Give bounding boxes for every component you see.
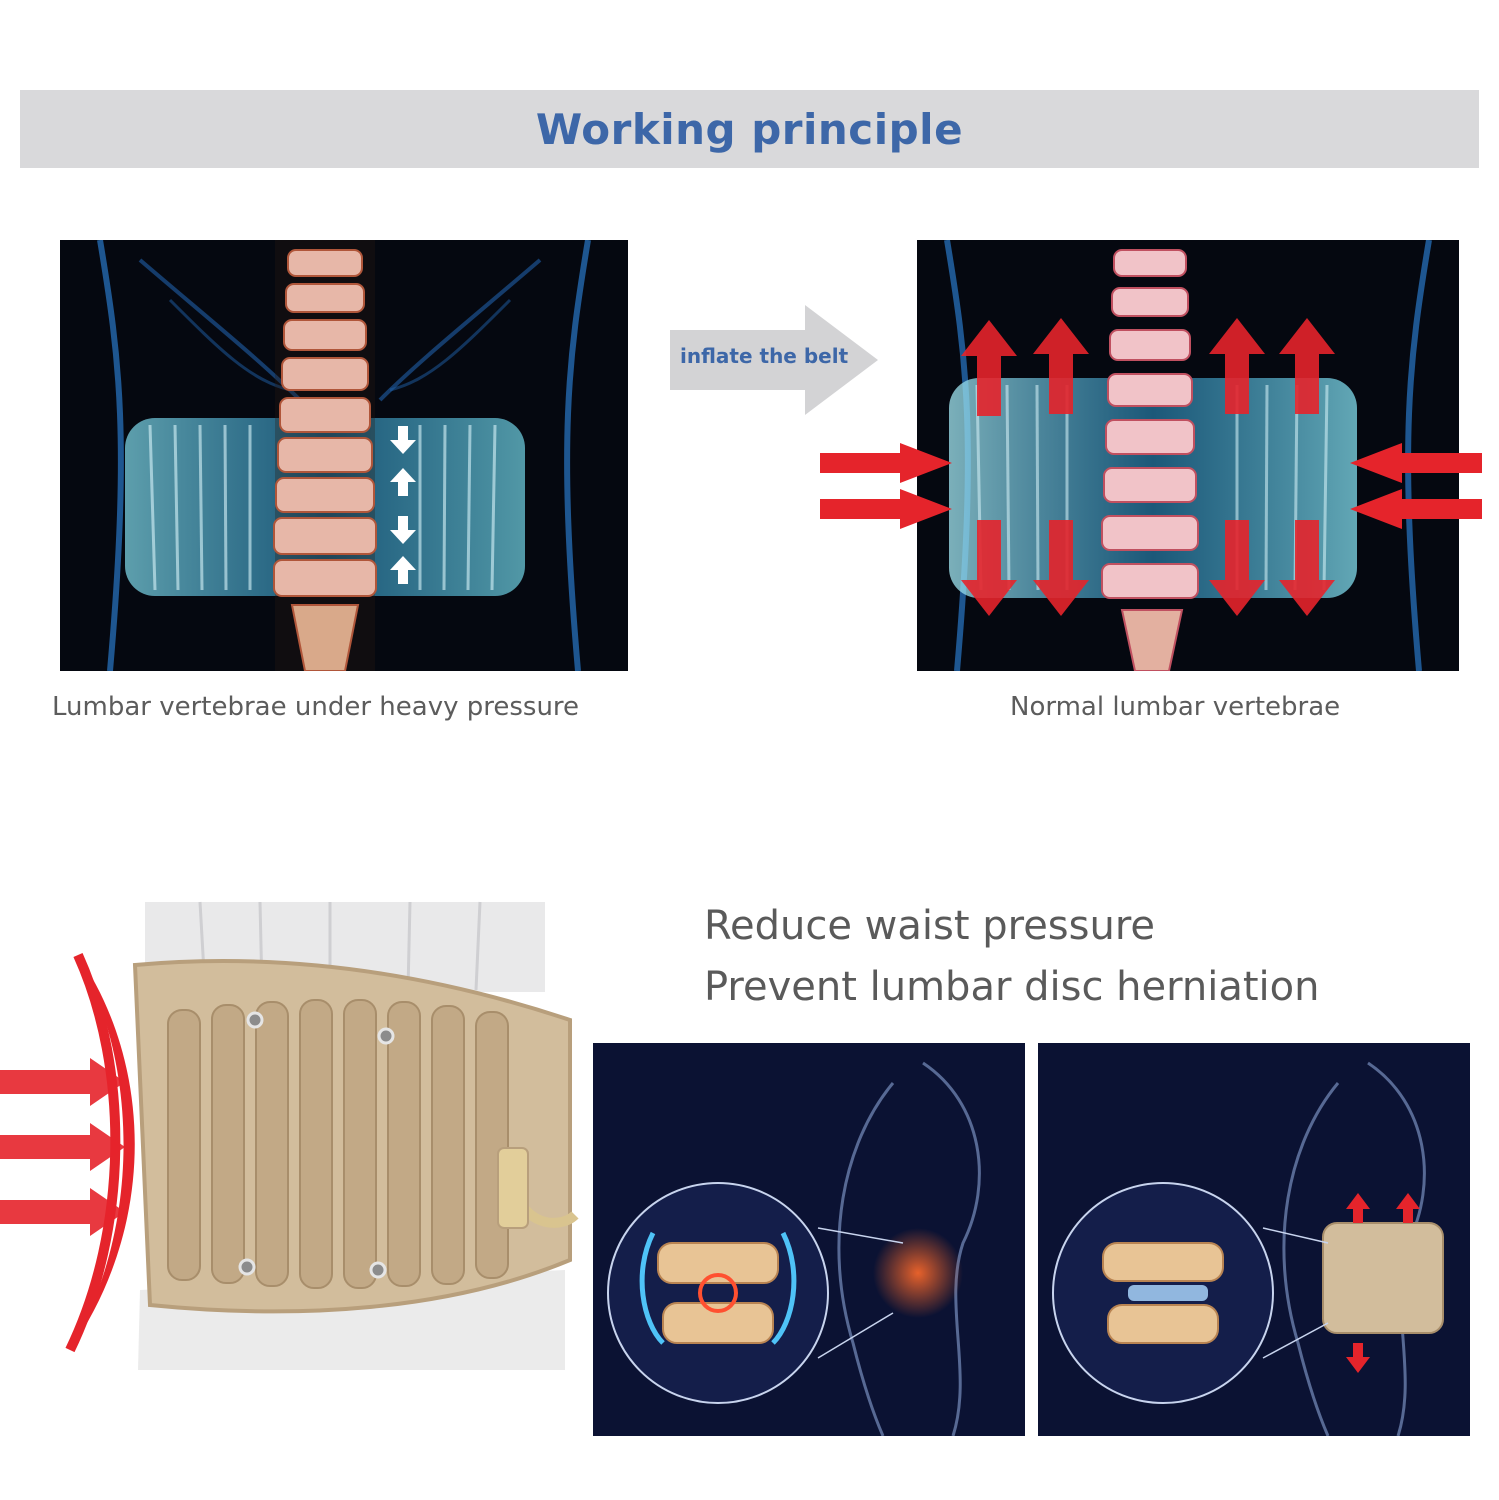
spine-illustration-expanded xyxy=(944,240,1432,671)
right-caption: Normal lumbar vertebrae xyxy=(1010,692,1341,722)
page-title: Working principle xyxy=(535,104,964,154)
arrow-right-icon xyxy=(820,489,952,529)
normal-spine-image xyxy=(917,240,1459,671)
title-bar: Working principle xyxy=(20,90,1479,168)
compressed-spine-image xyxy=(60,240,628,671)
belt-product-image xyxy=(0,900,590,1370)
compression-arrows-right xyxy=(1350,443,1482,529)
arrow-right-icon xyxy=(820,443,952,483)
herniation-illustration xyxy=(593,1043,1025,1436)
arrow-left-icon xyxy=(1350,443,1482,483)
arrow-up-icon xyxy=(961,318,1335,416)
compression-arrows xyxy=(390,426,416,584)
arrow-right-icon xyxy=(670,305,878,415)
spine-icon xyxy=(273,240,377,671)
inflate-arrow xyxy=(670,305,878,415)
arrow-down-icon xyxy=(961,520,1335,616)
benefit-line-1: Reduce waist pressure xyxy=(704,903,1156,949)
inflate-label: inflate the belt xyxy=(680,344,849,368)
relief-illustration xyxy=(1038,1043,1470,1436)
arrow-right-icon xyxy=(0,1058,125,1106)
arrow-right-icon xyxy=(0,1188,125,1236)
arrow-left-icon xyxy=(1350,489,1482,529)
compression-arrows-left xyxy=(820,443,952,529)
spine-illustration xyxy=(97,240,591,671)
expansion-arrows xyxy=(961,318,1335,616)
belt-illustration xyxy=(0,901,579,1370)
left-caption: Lumbar vertebrae under heavy pressure xyxy=(52,692,580,722)
benefit-line-2: Prevent lumbar disc herniation xyxy=(704,964,1320,1010)
arrow-right-icon xyxy=(0,1123,125,1171)
spine-icon xyxy=(1101,249,1199,671)
